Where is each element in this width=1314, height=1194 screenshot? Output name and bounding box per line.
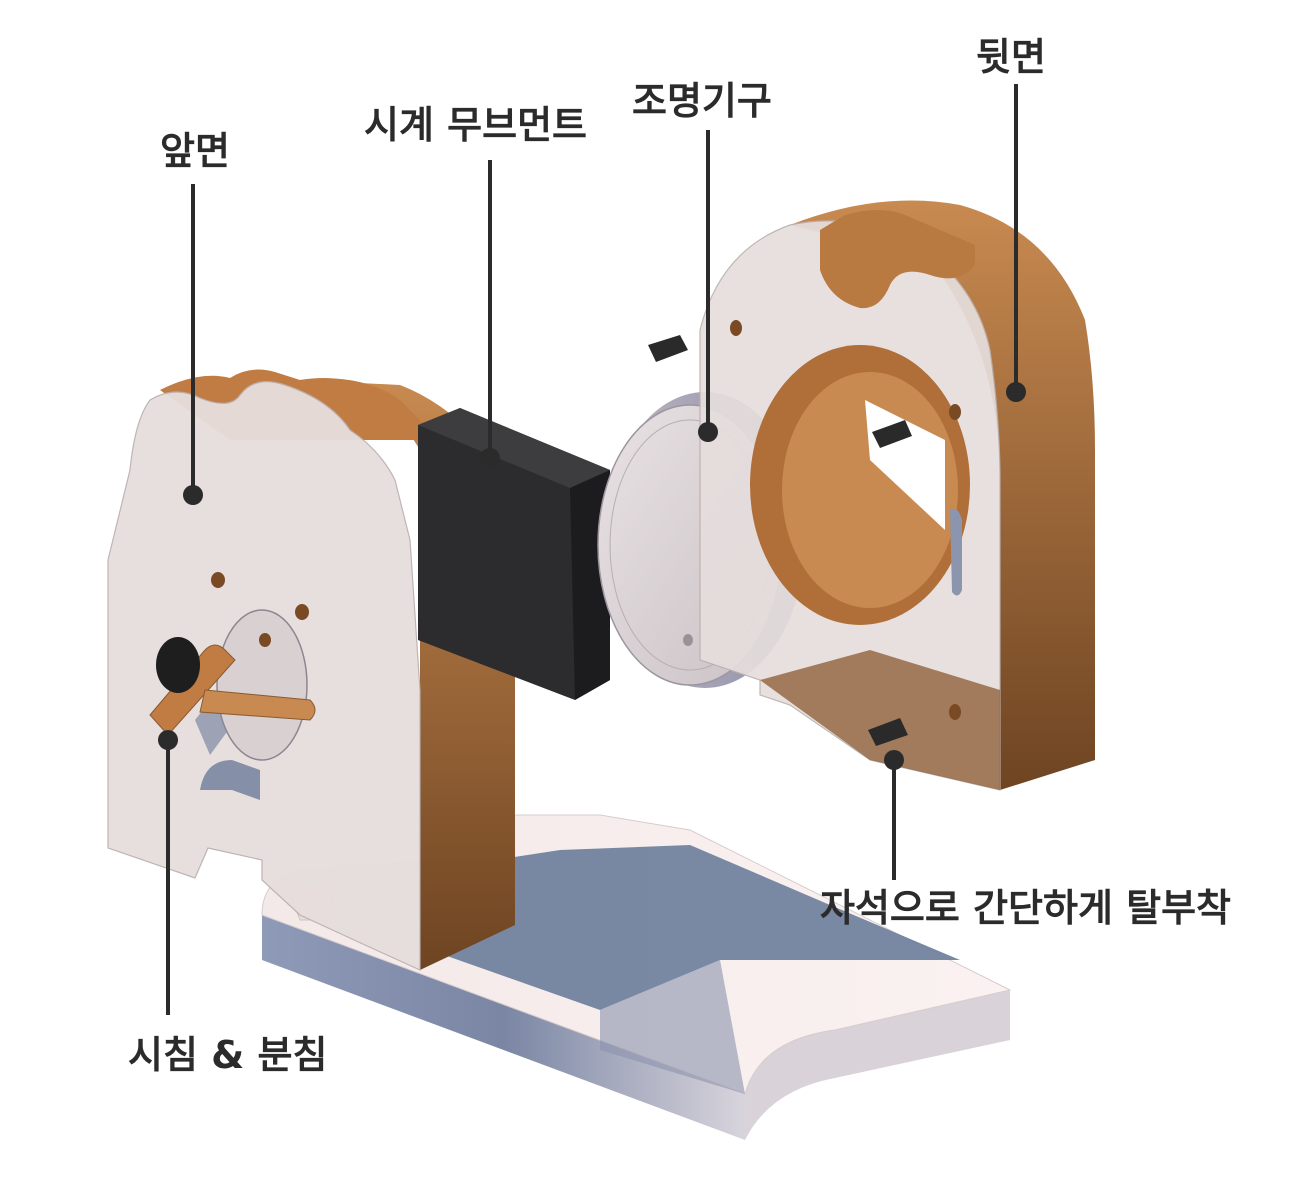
hour-hand [149, 644, 236, 736]
back-panel-copper-bottom [760, 650, 1000, 790]
lens-screw [683, 634, 693, 646]
magnet-pin-3 [868, 718, 908, 746]
front-panel-hole-2 [295, 604, 309, 620]
back-panel-hole-2 [949, 404, 961, 420]
base-shadow [430, 845, 960, 1010]
label-hands: 시침 & 분침 [128, 1033, 328, 1077]
callout-dot-back [1006, 382, 1026, 402]
back-panel-hole-3 [949, 704, 961, 720]
callout-dot-hands [158, 730, 178, 750]
minute-hand [199, 689, 316, 721]
back-panel-hole-1 [730, 320, 742, 336]
base-shadow-lower [600, 960, 745, 1094]
base-plate-side [262, 915, 745, 1140]
base-plate-front-edge [745, 990, 1010, 1140]
front-panel-slot [200, 760, 260, 800]
magnet-pin-2 [872, 420, 912, 448]
callout-lines [166, 84, 1018, 1015]
front-panel-hole-1 [211, 572, 225, 588]
label-movement: 시계 무브먼트 [364, 103, 587, 147]
back-panel-notch [820, 210, 975, 309]
label-front: 앞면 [160, 129, 230, 173]
label-back: 뒷면 [976, 35, 1046, 79]
callout-dots [158, 382, 1026, 770]
label-magnet: 자석으로 간단하게 탈부착 [820, 886, 1232, 930]
callout-dot-movement [480, 448, 500, 468]
dial-plate [216, 609, 308, 761]
clock-movement [418, 408, 610, 700]
magnet-pin-1 [648, 335, 688, 362]
back-panel-slot [950, 508, 962, 596]
back-panel [648, 200, 1095, 791]
callout-dot-front [183, 485, 203, 505]
label-light: 조명기구 [632, 79, 772, 123]
hand-knob [156, 637, 200, 693]
back-panel-copper-side [790, 200, 1095, 790]
callout-dot-light [698, 422, 718, 442]
movement-top [418, 408, 610, 488]
callout-dot-magnet [884, 750, 904, 770]
dial-plate-hole [259, 633, 271, 647]
